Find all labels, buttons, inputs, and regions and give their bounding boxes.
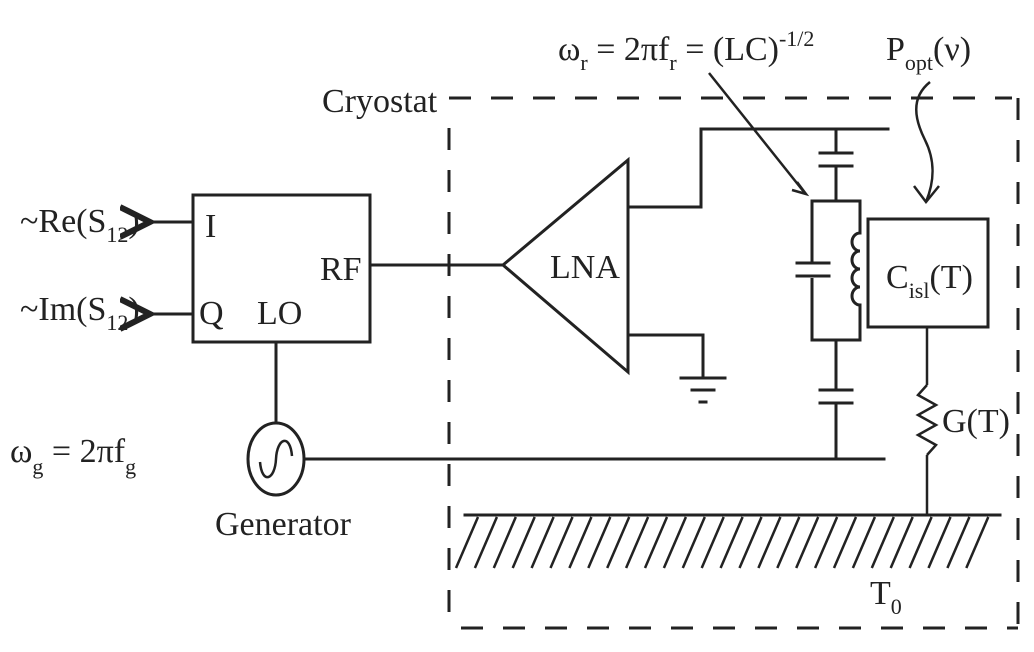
bath-hatch-mark: [681, 516, 706, 569]
resonator: [795, 127, 866, 461]
resonance-pointer-arrow: [708, 72, 805, 193]
bath-hatch-mark: [568, 516, 593, 569]
bath-hatch-mark: [719, 516, 744, 569]
island-capacitance-label: Cisl(T): [886, 259, 973, 303]
bath-hatch-mark: [908, 516, 933, 569]
bath-hatch-mark: [832, 516, 858, 569]
bath-hatch-mark: [813, 516, 839, 569]
bath-hatch-mark: [700, 516, 725, 569]
i-port-label: I: [205, 208, 216, 245]
iq-mixer: I Q LO RF: [191, 193, 372, 344]
bath-hatch-mark: [757, 516, 782, 569]
generator-label: Generator: [215, 506, 352, 543]
thermal-bath: [454, 513, 1002, 569]
cryostat-label: Cryostat: [322, 83, 438, 120]
sine-wave-icon: [258, 439, 294, 479]
bath-hatch-mark: [927, 516, 952, 569]
arrowhead-icon: [913, 185, 940, 205]
lna-label: LNA: [550, 249, 620, 286]
bath-hatch-mark: [662, 516, 688, 569]
re-s12-label: ~Re(S12): [20, 203, 140, 247]
im-s12-label: ~Im(S12): [20, 291, 140, 335]
lna-amplifier: LNA: [500, 156, 630, 376]
ground-icon: [679, 376, 727, 404]
bath-hatch-mark: [870, 516, 895, 569]
bath-hatch-mark: [946, 516, 971, 569]
bath-temperature-label: T0: [870, 575, 902, 619]
q-port-label: Q: [199, 295, 224, 332]
bath-hatch-mark: [851, 516, 877, 569]
bath-hatch-mark: [606, 516, 631, 569]
rf-port-label: RF: [320, 251, 362, 288]
bath-hatch-mark: [889, 516, 914, 569]
inductor-icon: [850, 231, 862, 307]
bath-hatch-mark: [587, 516, 612, 569]
bath-hatch-mark: [776, 516, 801, 569]
bath-hatch-mark: [738, 516, 763, 569]
generator-frequency-label: ωg = 2πfg: [10, 433, 136, 479]
thermal-conductance-label: G(T): [942, 403, 1010, 440]
bath-hatch-mark: [643, 516, 669, 569]
optical-power-label: Popt(ν): [886, 31, 971, 75]
bath-hatch-mark: [473, 516, 499, 569]
bath-hatch-mark: [530, 516, 555, 569]
resonance-frequency-equation: ωr = 2πfr = (LC)-1/2: [558, 26, 814, 75]
generator-source: [246, 421, 306, 497]
island-box: Cisl(T): [866, 217, 990, 329]
bath-hatch-mark: [492, 516, 517, 569]
lo-port-label: LO: [257, 295, 302, 332]
bath-hatch-mark: [454, 516, 480, 569]
feedline-top: [626, 127, 890, 209]
bath-hatch-mark: [965, 516, 990, 569]
ground-wire: [626, 333, 705, 380]
bath-hatch-mark: [549, 516, 574, 569]
optical-power-wavy-arrow: [915, 81, 934, 203]
arrowhead-icon: [791, 181, 810, 197]
bath-hatch-mark: [795, 516, 820, 569]
bath-hatch-mark: [511, 516, 536, 569]
bath-hatch-mark: [624, 516, 650, 569]
thermal-conductance-resistor: [915, 327, 939, 515]
